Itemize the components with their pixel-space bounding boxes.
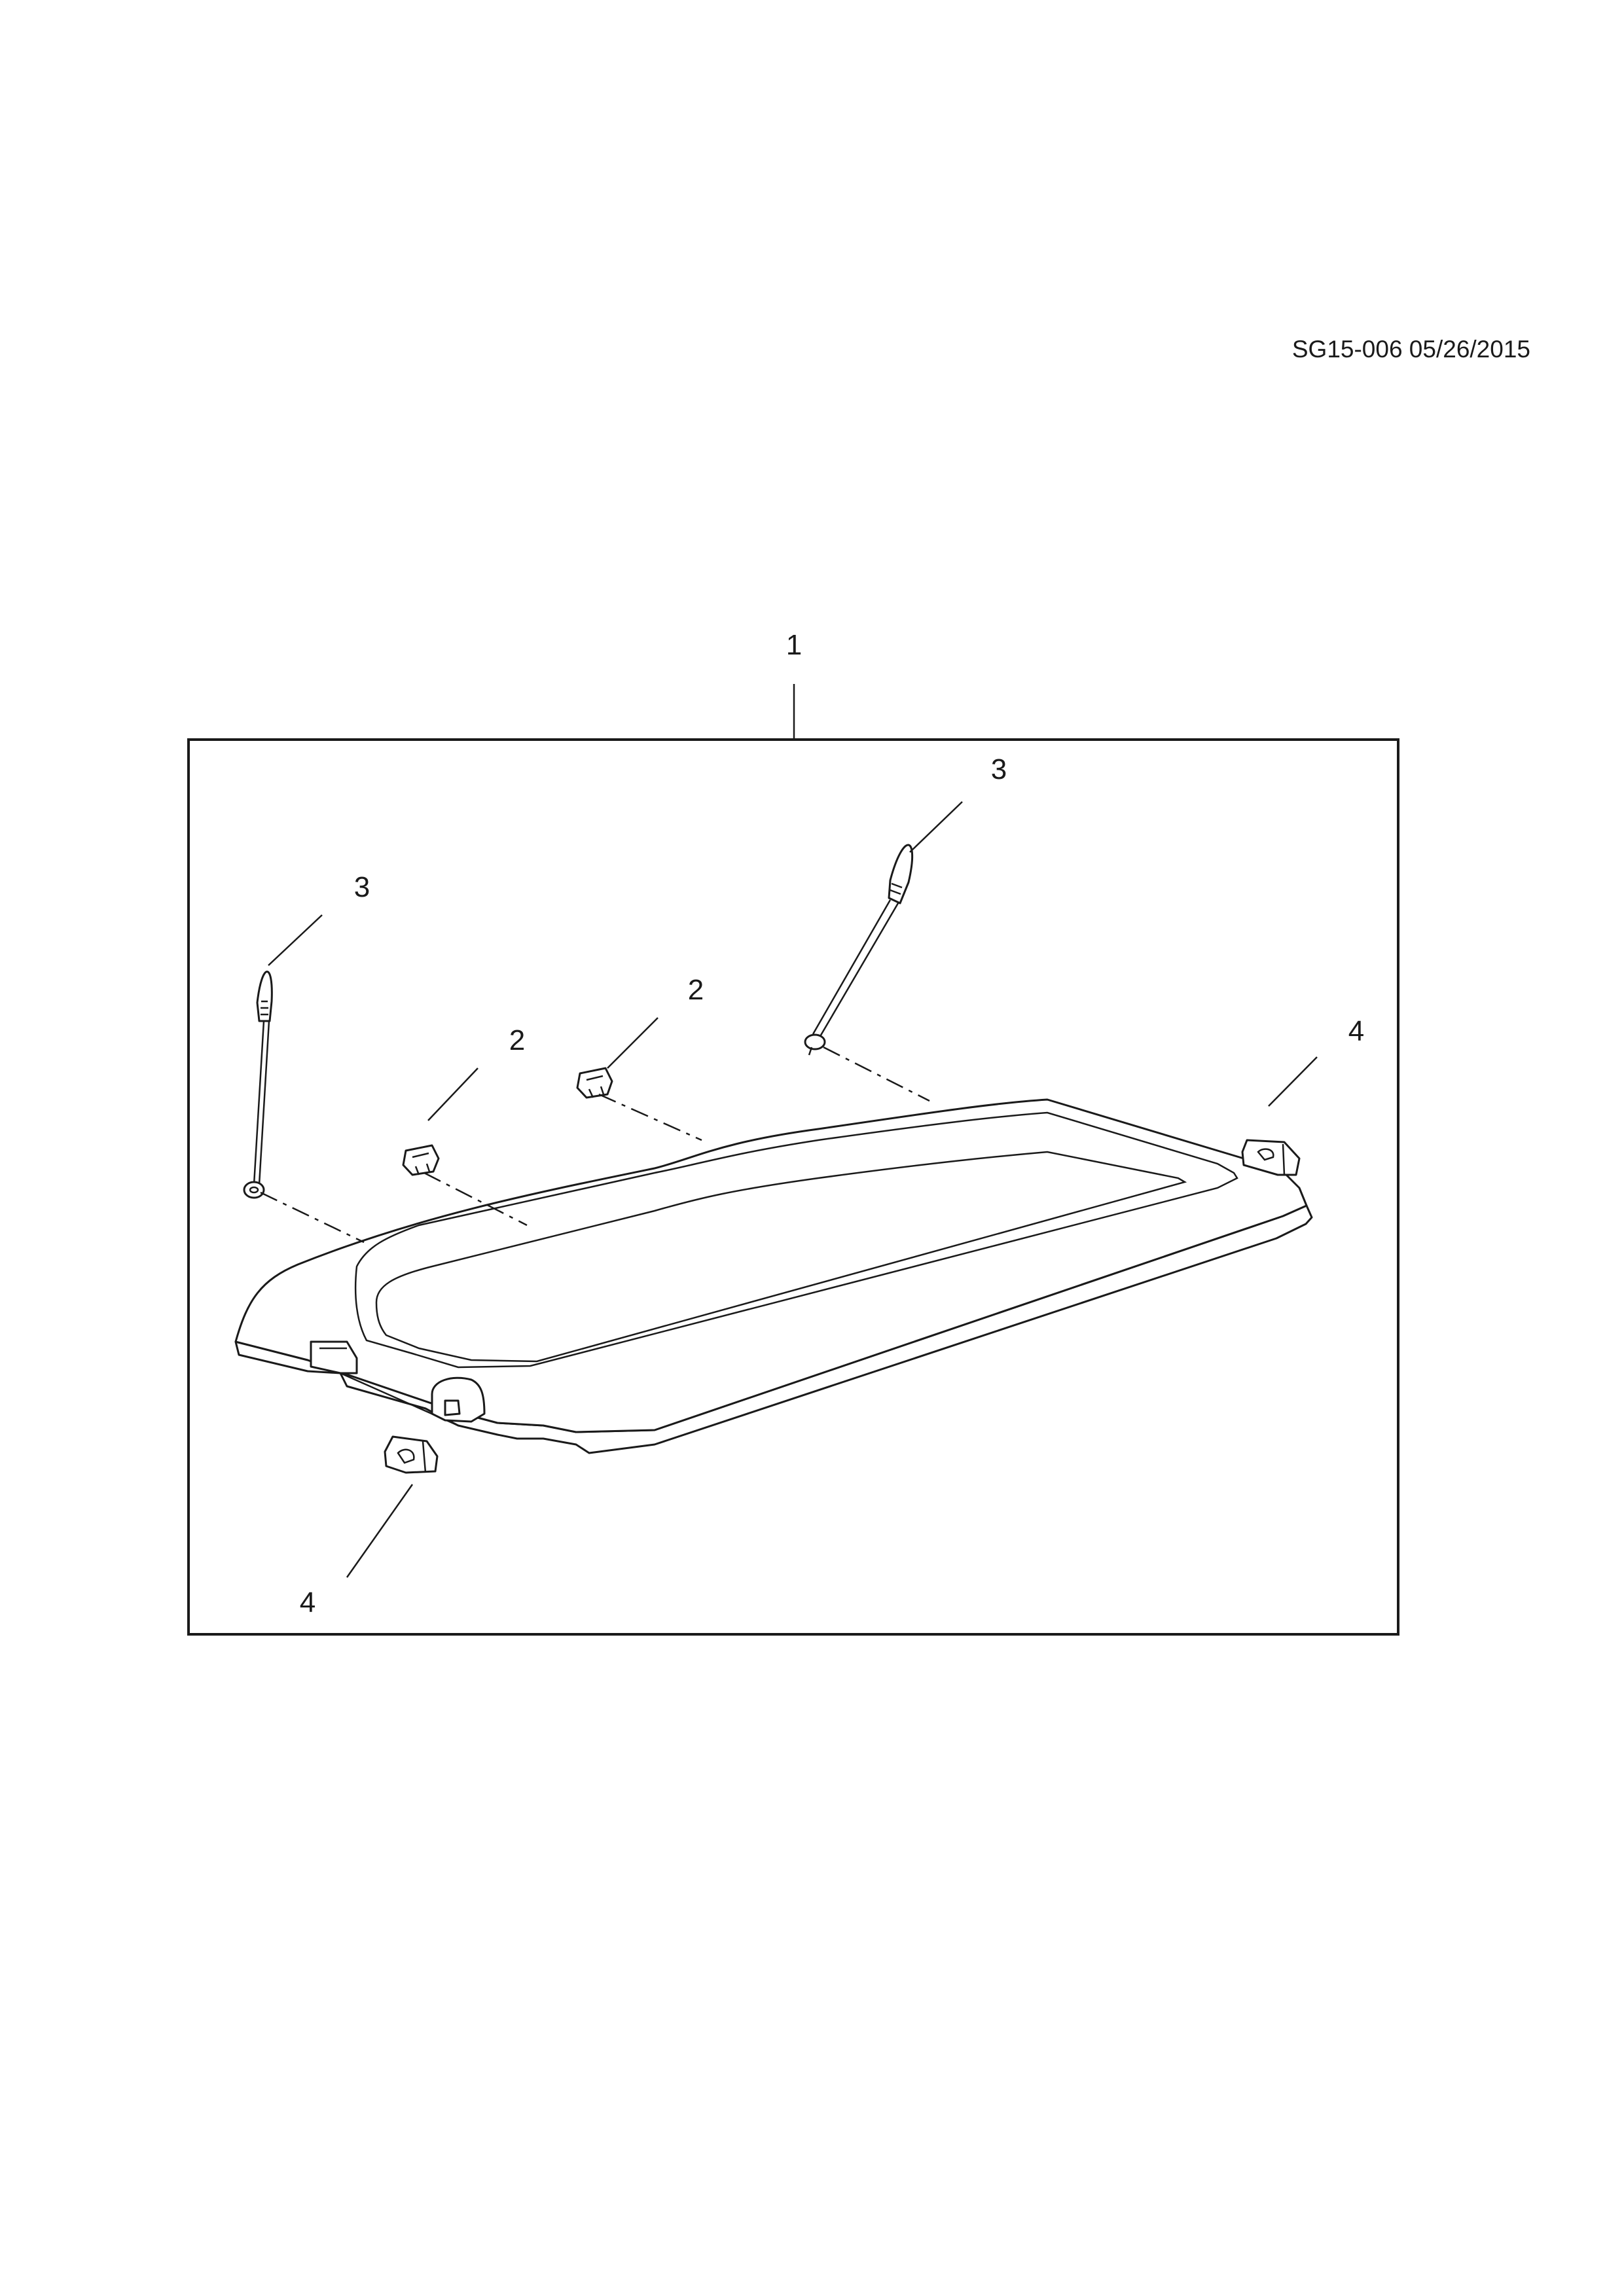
- callout-4-bracket-left: 4: [300, 1587, 316, 1619]
- callout-3-right-leader: [909, 801, 963, 853]
- reference-code: SG15-006 05/26/2015: [1292, 336, 1530, 363]
- callout-3-strap-right: 3: [991, 753, 1007, 785]
- panel-tab-right: [431, 1376, 486, 1423]
- bracket-left: [384, 1435, 439, 1474]
- callout-3-strap-left: 3: [354, 871, 370, 903]
- callout-4-right-leader: [1268, 1056, 1318, 1107]
- clip-right: [576, 1067, 613, 1099]
- callout-2-clip-left: 2: [509, 1024, 525, 1056]
- cargo-cover-panel: [234, 1098, 1313, 1454]
- strap-left-dash: [260, 1191, 365, 1244]
- bracket-right: [1241, 1139, 1301, 1176]
- callout-3-left-leader: [268, 914, 323, 966]
- callout-4-left-leader: [346, 1484, 414, 1578]
- callout-1-assembly: 1: [786, 629, 802, 661]
- callout-2-right-leader: [607, 1017, 659, 1069]
- strap-right: [804, 844, 914, 1056]
- strap-left: [243, 971, 273, 1199]
- assembly-frame: [187, 738, 1399, 1636]
- callout-2-left-leader: [427, 1067, 478, 1121]
- strap-right-dash: [823, 1046, 930, 1102]
- callout-4-bracket-right: 4: [1348, 1015, 1364, 1047]
- clip-right-dash: [598, 1093, 702, 1141]
- clip-left: [402, 1144, 440, 1176]
- callout-2-clip-right: 2: [688, 974, 704, 1006]
- clip-left-dash: [424, 1172, 528, 1227]
- panel-tab-left: [310, 1340, 358, 1374]
